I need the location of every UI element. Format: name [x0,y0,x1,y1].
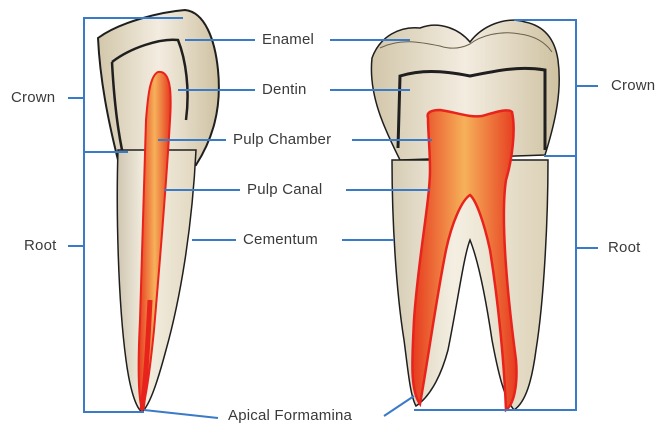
incisor-tooth [98,10,219,412]
crown-label-left: Crown [11,89,55,107]
apical-leader-left [144,410,218,418]
molar-tooth [371,20,559,410]
apical-leader-right [384,396,414,416]
root-label-left: Root [24,237,57,255]
cementum-label: Cementum [243,231,318,249]
root-label-right: Root [608,239,641,257]
enamel-label: Enamel [262,31,314,49]
dentin-label: Dentin [262,81,307,99]
pulp-chamber-label: Pulp Chamber [233,131,331,149]
crown-label-right: Crown [611,77,655,95]
apical-foramina-label: Apical Formamina [228,407,352,425]
pulp-canal-label: Pulp Canal [247,181,322,199]
